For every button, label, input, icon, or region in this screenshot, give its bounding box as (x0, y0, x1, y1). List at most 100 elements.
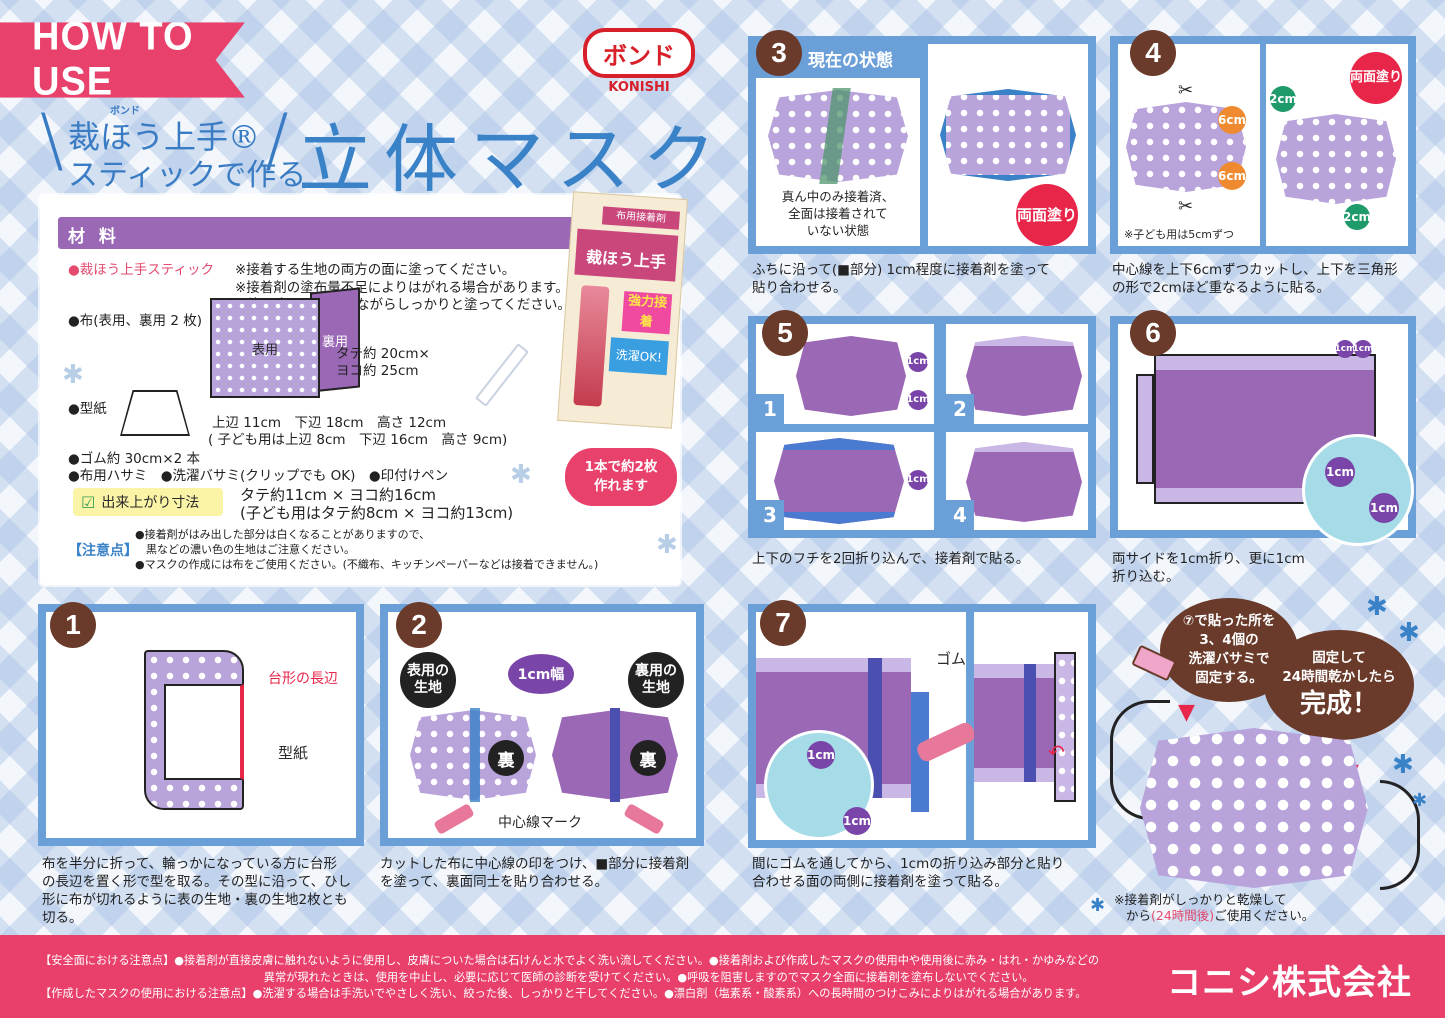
clip-instruction-bubble: ⑦で貼った所を 3、4個の 洗濯バサミで 固定する。 (1160, 598, 1298, 702)
step-6-badge: 6 (1130, 310, 1176, 356)
width-bubble: 1cm幅 (508, 654, 574, 694)
mask-fold-illustration (774, 438, 904, 524)
finish-size-2: (子ども用はタテ約8cm × ヨコ約13cm) (240, 504, 514, 522)
snowflake-icon: ✱ (1412, 790, 1428, 811)
one-cm-badge: 1cm (906, 352, 930, 372)
fabric-size-2: ヨコ約 25cm (336, 363, 419, 379)
glue-stick-icon (623, 802, 665, 836)
step-7-badge: 7 (760, 600, 806, 646)
step-6-caption-1: 両サイドを1cm折り、更に1cm (1112, 551, 1305, 567)
front-fabric-label: 表用の生地 (407, 663, 449, 696)
footer-notes: 【安全面における注意点】●接着剤が直接皮膚に触れないように使用し、皮膚についた場… (40, 953, 1099, 1003)
two-cm-badge-top: 2cm (1269, 86, 1297, 112)
scissors-top-icon: ✂ (1178, 80, 1194, 101)
final-note-2: から(24時間後)ご使用ください。 (1126, 906, 1314, 925)
mask-fold-illustration (796, 336, 906, 416)
trapezoid-pattern-icon (120, 390, 190, 436)
footer-bar: 【安全面における注意点】●接着剤が直接皮膚に触れないように使用し、皮膚についた場… (0, 935, 1445, 1018)
step-1-badge: 1 (50, 602, 96, 648)
stick-note-1: ※接着する生地の両方の面に塗ってください。 (235, 262, 516, 278)
step-3-panel-right: 両面塗り (928, 44, 1088, 246)
footer-line-3: 【作成したマスクの使用における注意点】●洗濯する場合は手洗いでやさしく洗い、絞っ… (40, 987, 1087, 1000)
both-sides-bubble: 両面塗り (1016, 184, 1078, 246)
fabric-label: ●布(表用、裏用 2 枚) (68, 313, 202, 329)
clip-line-1: ⑦で貼った所を (1182, 613, 1276, 629)
back-fabric-label: 裏用の生地 (635, 663, 677, 696)
step-5-panel-3: 1cm 3 (756, 432, 934, 530)
state-note-2: 全面は接着されて (788, 206, 888, 221)
center-mark-label: 中心線マーク (498, 815, 582, 831)
materials-heading: 材 料 (58, 217, 618, 249)
caution-label: 【注意点】 (68, 543, 138, 559)
step-2-caption-2: を塗って、裏面同士を貼り合わせる。 (380, 874, 609, 890)
one-cm-badge: 1cm (906, 390, 930, 410)
front-fabric-bubble: 表用の生地 (400, 652, 456, 708)
both-sides-2: 塗り (1376, 70, 1403, 85)
step-2-panel: 表用の生地 裏用の生地 1cm幅 裏 裏 中心線マーク (388, 612, 696, 838)
ear-loop-left (1110, 700, 1170, 820)
caution-line-1: ●接着剤がはみ出した部分は白くなることがありますので、 (135, 528, 431, 541)
slash-right-decoration: / (265, 99, 289, 181)
arrow-down-icon: ▼ (1178, 700, 1195, 725)
step-2-frame: 表用の生地 裏用の生地 1cm幅 裏 裏 中心線マーク 2 (380, 602, 704, 846)
done-line-1: 固定して (1312, 650, 1366, 666)
state-note-1: 真ん中のみ接着済、 (781, 189, 895, 204)
long-edge-label: 台形の長辺 (268, 671, 338, 687)
product-yield-bubble: 1本で約2枚 作れます (565, 448, 677, 506)
final-note-post: ご使用ください。 (1214, 908, 1315, 923)
step-4-caption-1: 中心線を上下6cmずつカットし、上下を三角形 (1112, 262, 1398, 278)
step-5-frame: 1cm 1cm 1 2 1cm 3 4 5 (748, 310, 1096, 538)
glue-strip (1024, 664, 1036, 782)
product-package-image: 布用接着剤 裁ほう上手 強力接着 洗濯OK! (557, 191, 688, 429)
one-cm-badge: 1cm (1335, 340, 1356, 358)
glue-strip-back (610, 708, 620, 802)
step-4-panel-right: 2cm 2cm 両面塗り (1266, 44, 1408, 246)
final-note-pre: から (1126, 908, 1152, 923)
product-name: 裁ほう上手 (574, 228, 679, 282)
finish-size-badge: ☑ 出来上がり寸法 (73, 488, 223, 516)
page-title: 立体マスク (298, 117, 728, 203)
company-logo: コニシ株式会社 (1167, 963, 1412, 1003)
slash-left-decoration: \ (40, 99, 64, 181)
finish-size-label: 出来上がり寸法 (101, 495, 200, 511)
step-2-badge: 2 (396, 602, 442, 648)
one-cm-badge: 1cm (906, 470, 930, 490)
child-note: ※子ども用は5cmずつ (1124, 228, 1234, 241)
step-5-caption: 上下のフチを2回折り込んで、接着剤で貼る。 (752, 551, 1030, 567)
caution-line-3: ●マスクの作成には布をご使用ください。(不織布、キッチンペーパーなどは接着できま… (135, 558, 599, 571)
step-3-title: 現在の状態 (808, 51, 893, 71)
snowflake-icon: ✱ (62, 360, 84, 390)
step-7-caption-1: 間にゴムを通してから、1cmの折り込み部分と貼り (752, 856, 1065, 872)
done-bubble: 固定して 24時間乾かしたら 完成！ (1264, 630, 1414, 740)
step-2-caption-1: カットした布に中心線の印をつけ、■部分に接着剤 (380, 856, 690, 872)
pencil-icon (474, 343, 530, 407)
snowflake-icon: ✱ (1392, 750, 1414, 780)
step-4-badge: 4 (1130, 30, 1176, 76)
subtitle-line2: スティックで作る (68, 158, 307, 193)
step-5-panel-2: 2 (946, 324, 1088, 424)
snowflake-icon: ✱ (1090, 895, 1106, 916)
state-note-3: いない状態 (806, 223, 870, 238)
tools-label: ●布用ハサミ ●洗濯バサミ(クリップでも OK) ●印付けペン (68, 468, 449, 484)
pattern-size-1: 上辺 11cm 下辺 18cm 高さ 12cm (212, 415, 447, 431)
glue-strip (868, 658, 882, 798)
yield-line-2: 作れます (594, 478, 648, 494)
step-3-panel-left: 真ん中のみ接着済、 全面は接着されて いない状態 (756, 78, 920, 246)
side-fold-strip (1136, 374, 1154, 484)
mask-edge-illustration (974, 664, 1054, 782)
subtitle-brand: ボンド (110, 106, 140, 117)
step-7-caption-2: 合わせる面の両側に接着剤を塗って貼る。 (752, 874, 1008, 890)
yield-line-1: 1本で約2枚 (584, 459, 658, 475)
caution-line-2: 黒などの濃い色の生地はご注意ください。 (135, 543, 355, 556)
one-cm-badge: 1cm (1369, 493, 1399, 523)
mask-fold-illustration (966, 442, 1082, 522)
step-5-panel-4: 4 (946, 432, 1088, 530)
six-cm-badge-bottom: 6cm (1218, 162, 1246, 190)
step-3-badge: 3 (756, 30, 802, 76)
snowflake-icon: ✱ (656, 530, 678, 560)
product-subtitle: \ ボンド 裁ほう上手® スティックで作る / (40, 99, 306, 193)
pattern-size-2: ( 子ども用は上辺 8cm 下辺 16cm 高さ 9cm) (208, 432, 508, 448)
state-note: 真ん中のみ接着済、 全面は接着されて いない状態 (778, 188, 898, 239)
final-note-1: ※接着剤がしっかりと乾燥して (1114, 892, 1287, 907)
clip-line-4: 固定する。 (1195, 670, 1263, 686)
